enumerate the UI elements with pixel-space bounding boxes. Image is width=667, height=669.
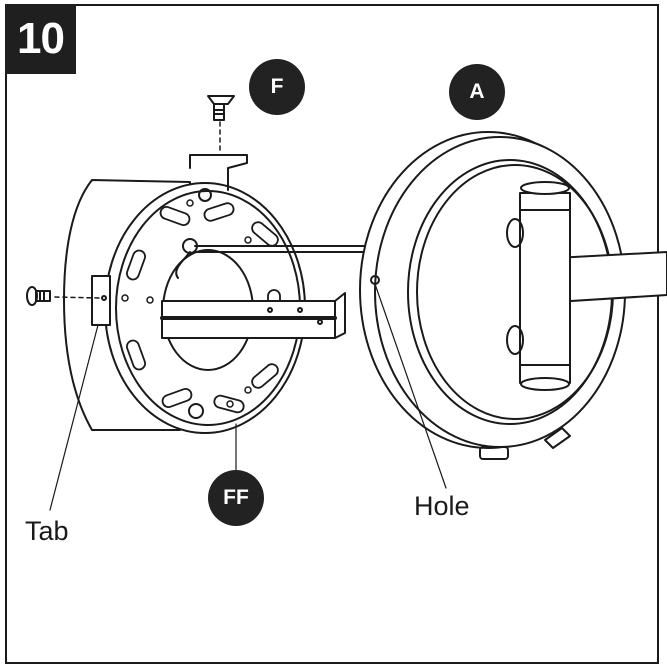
fixture-knob-right	[544, 427, 571, 449]
ground-wire	[175, 251, 191, 279]
bracket-top-tab	[189, 154, 248, 191]
hole-leader	[374, 283, 447, 489]
tab-leader	[49, 324, 99, 511]
bracket-screw-top	[198, 188, 212, 202]
fixture-arm	[554, 251, 667, 303]
callout-ff: FF	[208, 470, 264, 526]
side-screw	[26, 286, 51, 306]
side-tab	[91, 275, 111, 326]
step-number-badge: 10	[5, 4, 76, 74]
callout-a: A	[449, 64, 505, 120]
tab-label: Tab	[25, 516, 69, 546]
bracket-screw-bottom	[188, 403, 204, 419]
bracket-slots	[126, 202, 281, 414]
hole-label: Hole	[414, 491, 470, 521]
top-screw-f	[207, 95, 235, 121]
fixture-cylinder	[519, 192, 571, 384]
fixture-knob-left	[479, 446, 509, 460]
callout-f: F	[249, 59, 305, 115]
